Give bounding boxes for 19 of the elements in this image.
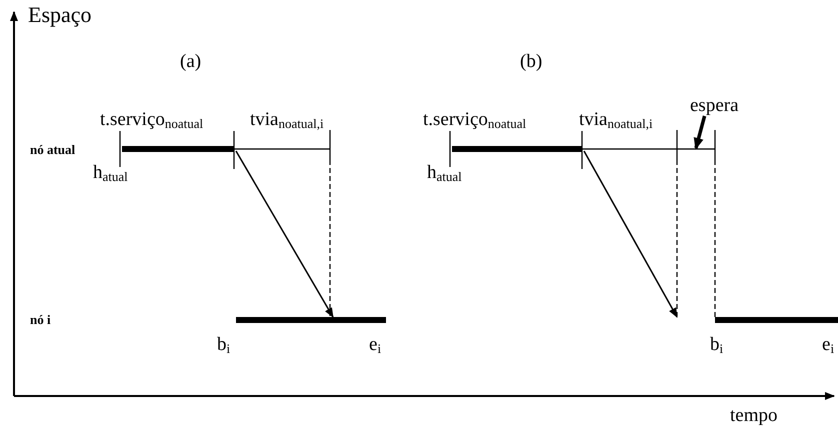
axis-label: tempo — [730, 406, 778, 425]
time-label: b$_{i}$ — [710, 335, 724, 354]
time-label: b$_{i}$ — [217, 335, 230, 354]
time-label: h$_{atual}$ — [93, 163, 128, 182]
time-label: e$_{i}$ — [369, 335, 382, 354]
callout-text: espera — [690, 96, 739, 115]
interval-label: tvia$_{noatual,i}$ — [250, 110, 324, 129]
axis-label: Espaço — [28, 4, 92, 26]
panel-label: (a) — [180, 52, 202, 71]
row-label: nó atual — [30, 143, 76, 156]
leader-arrow — [694, 116, 706, 150]
interval-label: t.serviço$_{noatual}$ — [100, 110, 204, 129]
time-label: e$_{i}$ — [822, 335, 834, 354]
interval-label: t.serviço$_{noatual}$ — [423, 110, 526, 129]
panel-label: (b) — [520, 52, 542, 71]
interval-label: tvia$_{noatual,i}$ — [579, 110, 653, 129]
row-label: nó i — [30, 313, 51, 326]
waiting-interval-line — [677, 148, 715, 150]
time-label: h$_{atual}$ — [427, 163, 462, 182]
